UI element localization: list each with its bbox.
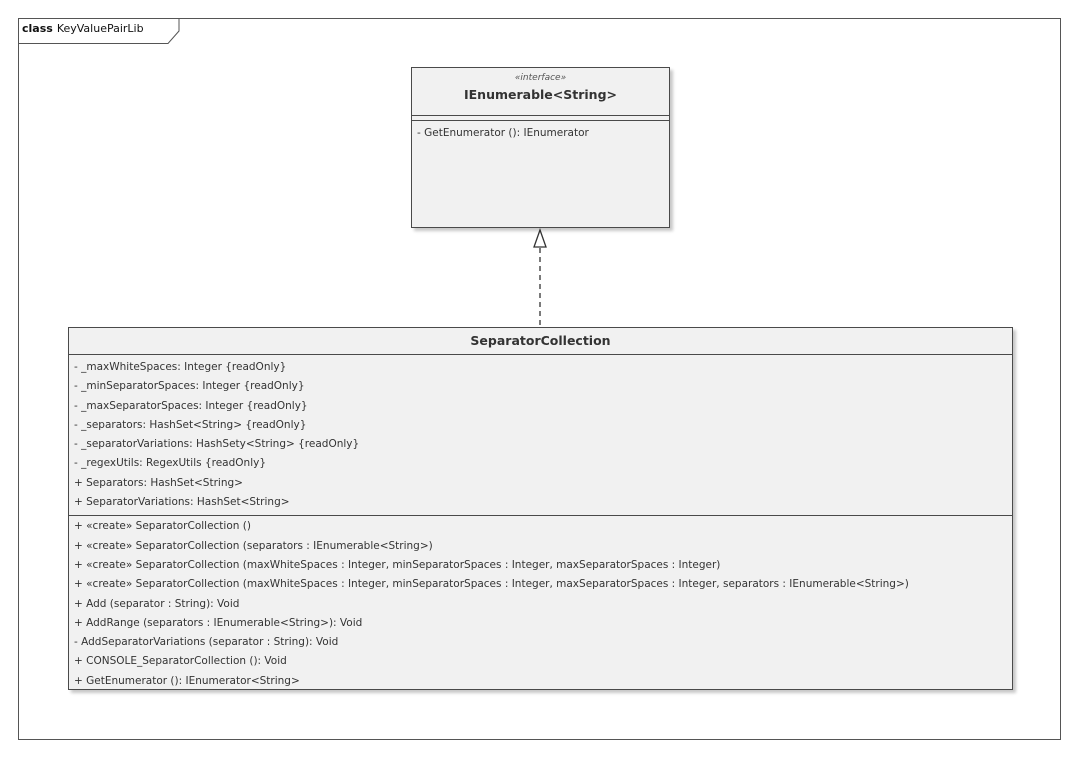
method-row: + «create» SeparatorCollection (maxWhite…: [74, 558, 721, 571]
class-name: IEnumerable<String>: [463, 87, 618, 102]
method-row: + CONSOLE_SeparatorCollection (): Void: [74, 655, 287, 668]
class-header: «interface» IEnumerable<String>: [412, 68, 669, 116]
interface-ienumerable[interactable]: «interface» IEnumerable<String> - GetEnu…: [411, 67, 670, 228]
attribute-row: - _regexUtils: RegexUtils {readOnly}: [74, 457, 266, 470]
attribute-row: - _minSeparatorSpaces: Integer {readOnly…: [74, 380, 305, 393]
attribute-row: - _maxWhiteSpaces: Integer {readOnly}: [74, 361, 287, 373]
realization-arrowhead: [533, 228, 547, 248]
attributes-section: - _maxWhiteSpaces: Integer {readOnly} - …: [69, 355, 1012, 517]
frame-tab-shape: [18, 18, 180, 44]
class-name: SeparatorCollection: [470, 333, 611, 348]
class-separator-collection[interactable]: SeparatorCollection - _maxWhiteSpaces: I…: [68, 327, 1013, 690]
stereotype-label: «interface»: [514, 73, 567, 83]
method-row: + AddRange (separators : IEnumerable<Str…: [74, 616, 363, 629]
attributes-section: [412, 116, 669, 121]
methods-section: - GetEnumerator (): IEnumerator: [412, 121, 669, 145]
method-row: + «create» SeparatorCollection (separato…: [74, 539, 433, 552]
method-row: + GetEnumerator (): IEnumerator<String>: [74, 674, 300, 687]
method-row: + «create» SeparatorCollection (): [74, 520, 251, 533]
class-header: SeparatorCollection: [69, 328, 1012, 355]
attribute-row: + SeparatorVariations: HashSet<String>: [74, 496, 290, 509]
frame-keyword: class: [22, 22, 53, 35]
attribute-row: - _maxSeparatorSpaces: Integer {readOnly…: [74, 399, 308, 412]
method-row: + «create» SeparatorCollection (maxWhite…: [74, 578, 909, 591]
attribute-row: - _separatorVariations: HashSety<String>…: [74, 438, 360, 451]
frame-name: KeyValuePairLib: [56, 22, 144, 35]
method-row: + Add (separator : String): Void: [74, 597, 240, 610]
attribute-row: - _separators: HashSet<String> {readOnly…: [74, 418, 307, 431]
attribute-row: + Separators: HashSet<String>: [74, 476, 243, 489]
diagram-frame: [18, 18, 1061, 740]
methods-section: + «create» SeparatorCollection () + «cre…: [69, 516, 1012, 693]
method-row: - AddSeparatorVariations (separator : St…: [74, 636, 339, 649]
method-row: - GetEnumerator (): IEnumerator: [417, 127, 589, 139]
